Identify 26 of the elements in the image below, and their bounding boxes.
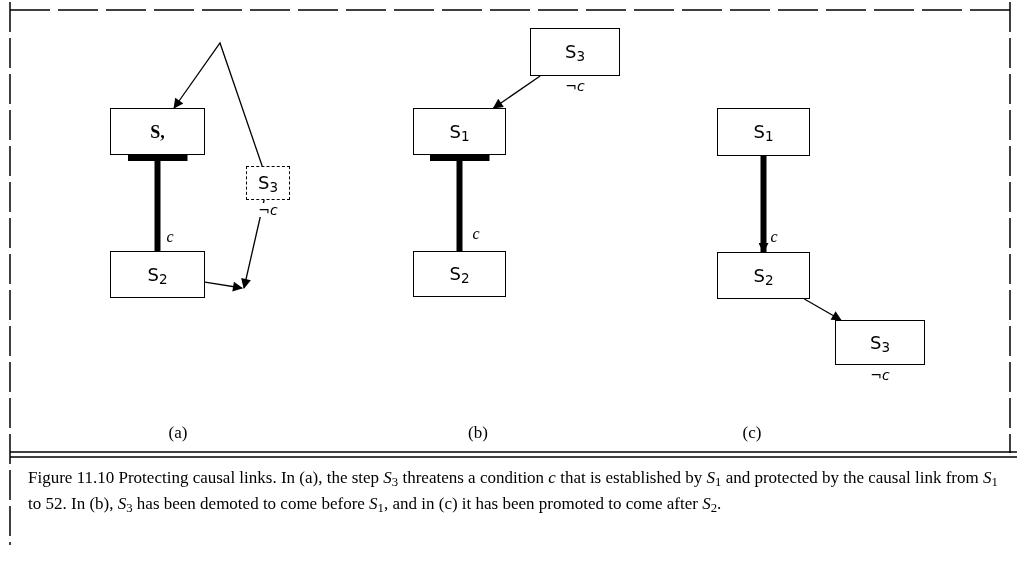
step-box xyxy=(413,108,506,155)
panel-label: (a) xyxy=(168,423,188,441)
step-label: S$_{3}$ xyxy=(870,333,890,352)
arrow xyxy=(241,199,265,289)
step-box xyxy=(110,251,205,298)
condition-label: ¬c xyxy=(256,203,280,217)
step-box xyxy=(110,108,205,155)
step-box xyxy=(413,251,506,297)
step-box xyxy=(717,108,810,156)
step-label: S$_{1}$ xyxy=(753,123,774,141)
step-label: S$_{1}$ xyxy=(449,122,470,141)
causal-link-arrow xyxy=(758,156,769,253)
panel-label: (b) xyxy=(468,423,488,441)
figure-caption: Figure 11.10 Protecting causal links. In (a), the step S$_{3}$ threatens a condition c that is established by S$_{1}$ and protected by the causal link from S$_{1}$ to 52. In (b), S$_{3}$ has been demoted to come before S$_{1}$, and in (c) it has been promoted to come after S$_{2}$. xyxy=(28,467,998,517)
arrow xyxy=(803,298,842,321)
arrow xyxy=(204,281,243,292)
step-label: S$_{2}$ xyxy=(753,266,774,285)
arrow xyxy=(173,41,263,167)
step-label: S$_{3}$ xyxy=(258,174,278,192)
panel-label: (c) xyxy=(742,423,762,441)
step-label: S$_{2}$ xyxy=(147,265,168,284)
step-label: S$_{3}$ xyxy=(565,43,585,61)
step-label: S, xyxy=(150,122,165,141)
step-box xyxy=(717,252,810,299)
step-label: S$_{2}$ xyxy=(449,265,470,283)
arrow xyxy=(492,75,541,109)
